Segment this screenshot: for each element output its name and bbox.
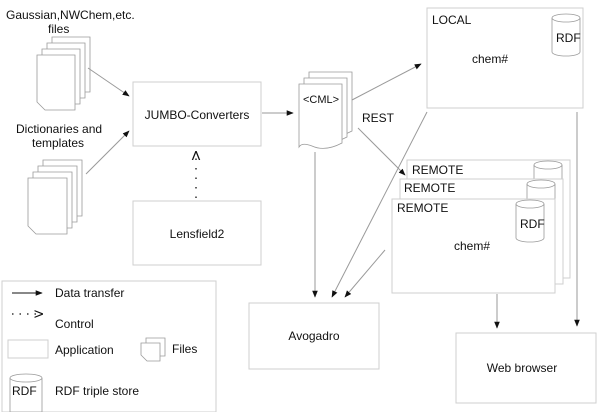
lensfield2-label: Lensfield2 — [170, 227, 225, 241]
arrow-local-to-avogadro — [331, 111, 428, 298]
legend-rdf-icon-label: RDF — [12, 384, 37, 398]
jumbo-converters-box — [132, 81, 262, 147]
dictionaries-label-line2: templates — [32, 136, 84, 150]
legend-application-label: Application — [55, 343, 114, 357]
arrow-cml-to-remote — [357, 127, 406, 176]
legend-files-label: Files — [172, 342, 197, 356]
dictionaries-label-line1: Dictionaries and — [16, 122, 102, 136]
legend-files-icon — [140, 337, 166, 362]
arrow-files-to-jumbo — [87, 67, 130, 97]
local-label: LOCAL — [432, 13, 472, 27]
arrow-dictionaries-to-jumbo — [85, 130, 130, 175]
legend-data-transfer-label: Data transfer — [55, 286, 124, 300]
web-browser-label: Web browser — [487, 361, 557, 375]
input-files-stack — [36, 36, 91, 111]
remote-rdf-store-icon-front — [515, 199, 545, 243]
jumbo-converters-label: JUMBO-Converters — [145, 108, 250, 122]
local-chem-label: chem# — [472, 52, 508, 66]
legend-rdf-store-icon — [9, 373, 43, 412]
local-rdf-label: RDF — [556, 31, 581, 45]
remote-label-front: REMOTE — [397, 201, 448, 215]
web-browser-box — [455, 332, 597, 404]
legend-control-label: Control — [55, 317, 94, 331]
rest-label: REST — [362, 111, 395, 125]
local-rdf-store-icon — [551, 13, 581, 57]
files-label-line1: Gaussian,NWChem,etc. — [6, 8, 135, 22]
remote-rdf-label: RDF — [520, 217, 545, 231]
avogadro-label: Avogadro — [288, 329, 339, 343]
arrow-cml-to-local — [351, 63, 422, 101]
remote-label-middle: REMOTE — [404, 181, 455, 195]
lensfield2-box — [132, 200, 262, 266]
avogadro-box — [248, 302, 380, 370]
legend-application-swatch — [7, 339, 49, 359]
remote-label-back: REMOTE — [412, 163, 463, 177]
legend-rdf-store-label: RDF triple store — [55, 384, 139, 398]
cml-label: <CML> — [303, 94, 339, 106]
arrow-remote-to-avogadro — [344, 249, 386, 298]
cml-files-stack — [298, 71, 353, 149]
files-label-line2: files — [48, 22, 69, 36]
dictionary-files-stack — [27, 159, 83, 235]
remote-chem-label: chem# — [454, 239, 490, 253]
